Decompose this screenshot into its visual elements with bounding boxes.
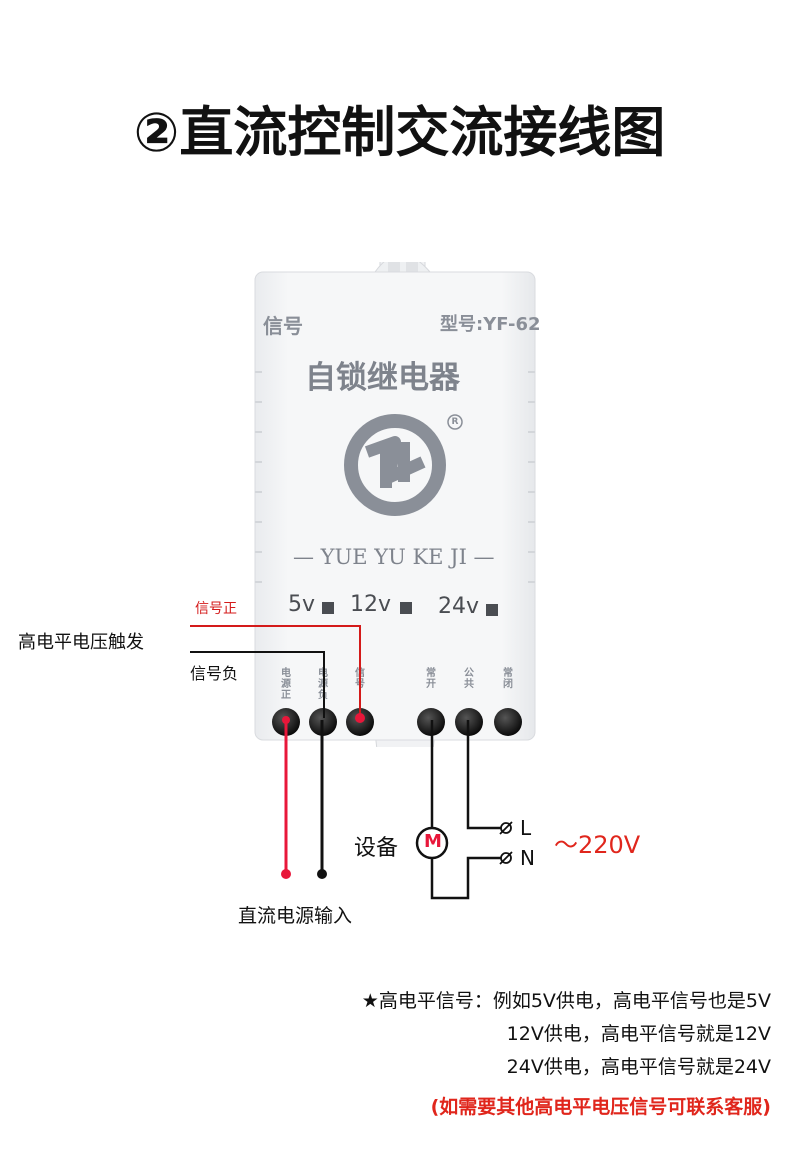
- relay-signal-label: 信号: [263, 314, 303, 338]
- device-return-wire: [430, 856, 505, 900]
- line-N-label: N: [520, 846, 535, 870]
- relay-model-label: 型号:YF-62: [440, 314, 541, 335]
- signal-negative-wire: [190, 651, 325, 718]
- signal-positive-dot: [355, 713, 365, 723]
- voltage-option-24v: 24v: [438, 594, 480, 619]
- note-line-1: ★高电平信号：例如5V供电，高电平信号也是5V: [361, 990, 771, 1012]
- high-level-trigger-label: 高电平电压触发: [18, 632, 144, 653]
- motor-symbol: [415, 826, 449, 860]
- terminal-label-power-positive: 电源正: [281, 668, 291, 701]
- line-L-label: L: [520, 816, 532, 840]
- common-wire: [466, 720, 505, 830]
- terminal-label-common: 公共: [464, 668, 474, 690]
- registered-mark: R: [451, 417, 459, 427]
- page-title: ②直流控制交流接线图: [133, 101, 666, 164]
- note-line-3: 24V供电，高电平信号就是24V: [506, 1056, 771, 1078]
- voltage-option-12v: 12v: [350, 592, 392, 617]
- ac-voltage-label: ～220V: [554, 831, 641, 859]
- terminal-label-normally-closed: 常闭: [503, 668, 513, 690]
- motor-label: M: [424, 831, 442, 852]
- terminal-N-symbol: [499, 851, 513, 865]
- signal-positive-label: 信号正: [195, 601, 237, 617]
- terminal-L-symbol: [499, 821, 513, 835]
- dc-input-label: 直流电源输入: [238, 905, 353, 927]
- relay-product-name: 自锁继电器: [305, 360, 460, 396]
- signal-negative-label: 信号负: [190, 664, 239, 683]
- contact-note: (如需要其他高电平电压信号可联系客服): [430, 1096, 771, 1118]
- brand-logo: [344, 414, 446, 516]
- relay-brand: — YUE YU KE JI —: [293, 545, 495, 569]
- terminal-label-normally-open: 常开: [426, 668, 436, 690]
- device-label: 设备: [354, 836, 399, 861]
- voltage-option-5v: 5v: [288, 592, 316, 617]
- signal-positive-wire: [190, 625, 361, 718]
- relay-module: [254, 262, 536, 747]
- note-line-2: 12V供电，高电平信号就是12V: [506, 1023, 771, 1045]
